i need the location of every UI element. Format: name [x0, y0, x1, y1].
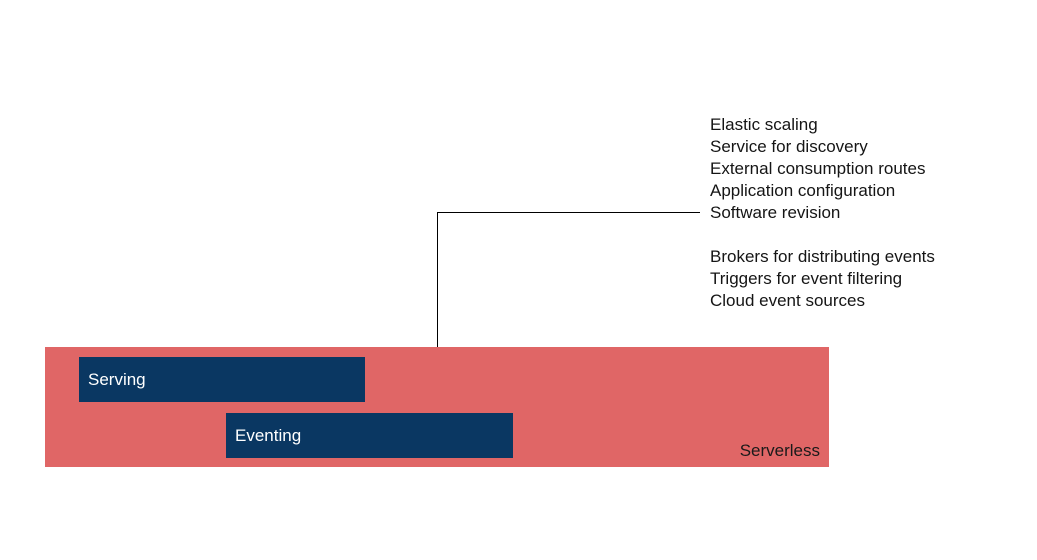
eventing-label: Eventing [235, 425, 302, 445]
serving-feature: Service for discovery [710, 137, 868, 156]
eventing-feature: Brokers for distributing events [710, 247, 935, 266]
eventing-component-box: Eventing [226, 413, 513, 458]
platform-label: Serverless [739, 441, 820, 460]
feature-list: Elastic scaling Service for discovery Ex… [710, 114, 935, 312]
serving-feature: External consumption routes [710, 159, 926, 178]
feature-group-spacer [710, 224, 935, 246]
callout-line [437, 212, 700, 347]
serving-feature: Application configuration [710, 181, 896, 200]
serving-label: Serving [88, 369, 146, 389]
serving-feature: Software revision [710, 203, 841, 222]
serving-component-box: Serving [79, 357, 365, 402]
eventing-feature: Cloud event sources [710, 291, 865, 310]
serving-feature: Elastic scaling [710, 115, 818, 134]
eventing-feature: Triggers for event filtering [710, 269, 903, 288]
